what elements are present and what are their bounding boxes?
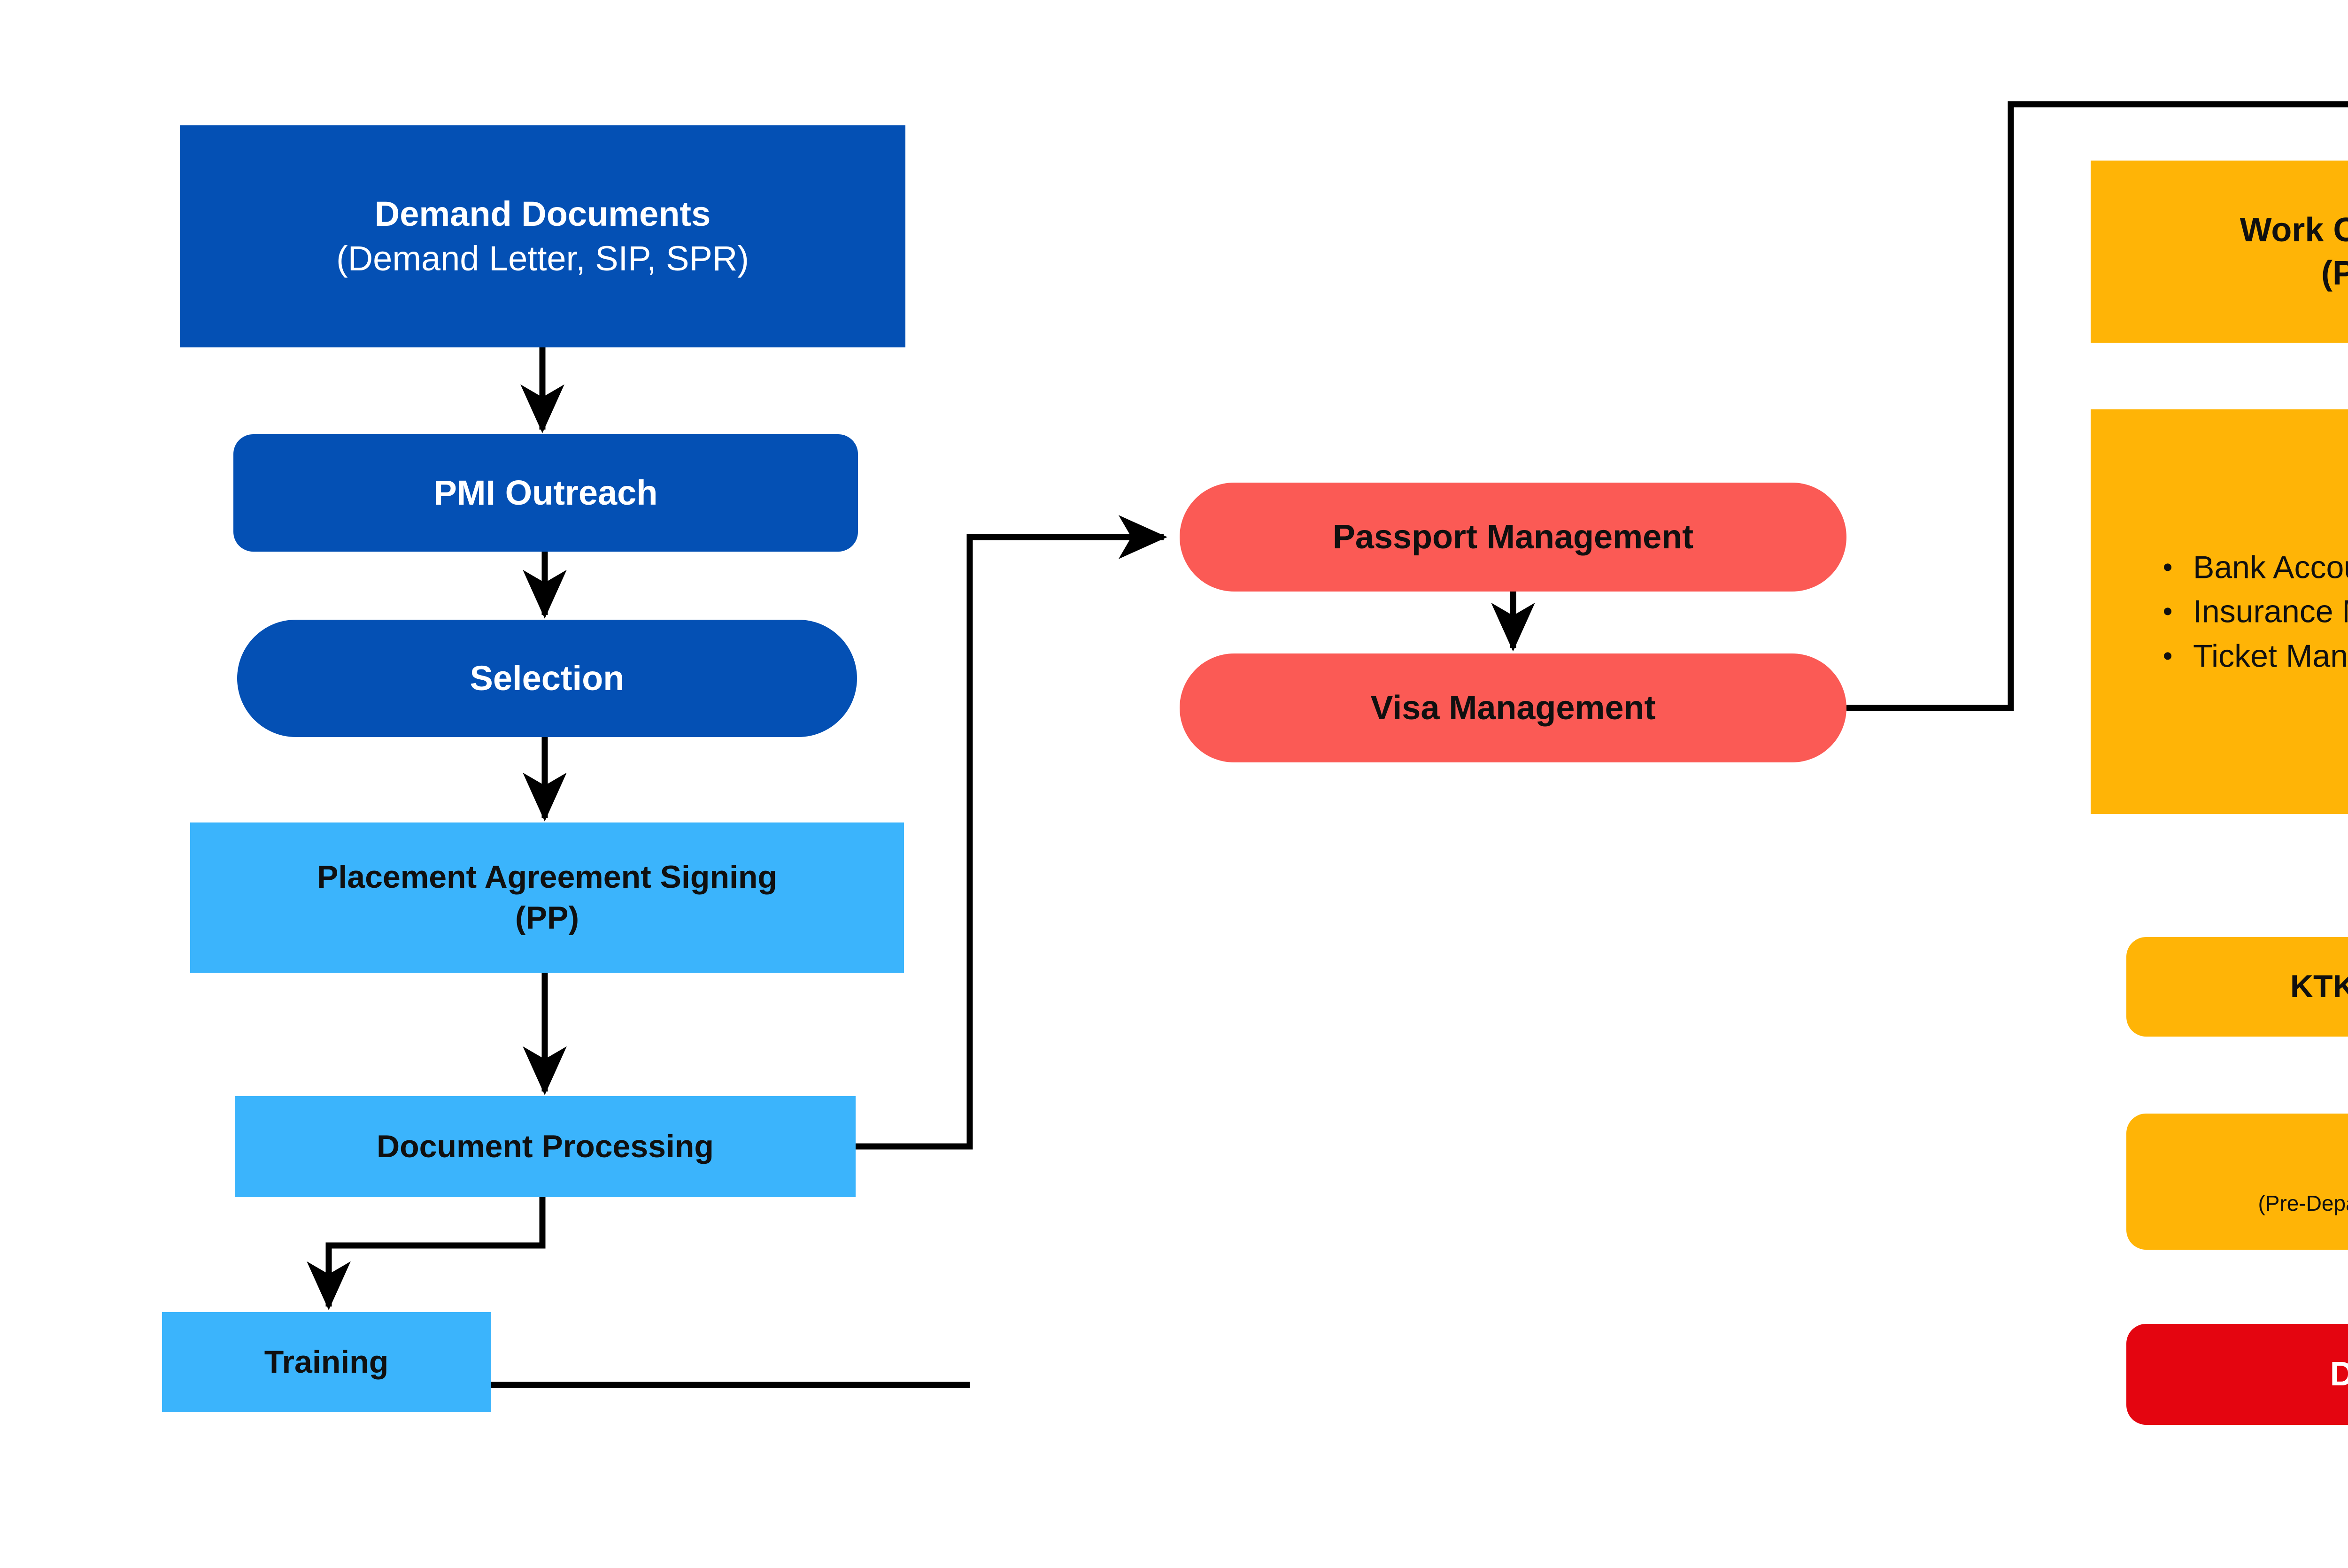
node-pmi-outreach[interactable]: PMI Outreach bbox=[233, 434, 858, 552]
node-ktkln-registration-label: KTKLN Registration bbox=[2290, 966, 2348, 1007]
list-item: Bank Account Management bbox=[2156, 546, 2348, 588]
bullet-icon bbox=[2164, 563, 2171, 571]
bullet-icon bbox=[2164, 652, 2171, 660]
node-visa-management-label: Visa Management bbox=[1370, 689, 1656, 727]
node-placement-agreement-line2: (PP) bbox=[515, 900, 579, 936]
node-selection-label: Selection bbox=[470, 658, 625, 698]
node-pap[interactable]: PAP (Pre-Departure Orientation Program) bbox=[2126, 1114, 2348, 1250]
support-service-label: Insurance Management bbox=[2193, 593, 2348, 630]
bullet-icon bbox=[2164, 607, 2171, 615]
node-demand-documents-line2: (Demand Letter, SIP, SPR) bbox=[336, 238, 749, 278]
node-ktkln-acronym: KTKLN bbox=[2290, 968, 2348, 1005]
node-visa-management[interactable]: Visa Management bbox=[1180, 653, 1846, 762]
node-support-services[interactable]: Bank Account Management Insurance Manage… bbox=[2091, 409, 2348, 814]
list-item: Insurance Management bbox=[2156, 591, 2348, 632]
node-placement-agreement-signing[interactable]: Placement Agreement Signing (PP) bbox=[190, 822, 904, 973]
node-work-contract-signing-line2: (PK Signing) bbox=[2321, 254, 2348, 292]
node-work-contract-signing[interactable]: Work Contract Signing (PK Signing) bbox=[2091, 161, 2348, 343]
node-work-contract-signing-line1: Work Contract Signing bbox=[2240, 211, 2348, 249]
edge-docproc-to-training bbox=[307, 1197, 546, 1310]
node-demand-documents-line1: Demand Documents bbox=[374, 194, 711, 233]
node-training[interactable]: Training bbox=[162, 1312, 491, 1412]
list-item: Ticket Management bbox=[2156, 635, 2348, 676]
node-departure[interactable]: DEPARTURE bbox=[2126, 1324, 2348, 1425]
support-service-label: Ticket Management bbox=[2193, 638, 2348, 674]
node-document-processing-label: Document Processing bbox=[377, 1128, 714, 1164]
node-pmi-outreach-label: PMI Outreach bbox=[433, 473, 658, 512]
node-departure-label: DEPARTURE bbox=[2330, 1355, 2348, 1393]
node-selection[interactable]: Selection bbox=[237, 620, 857, 737]
edge-docproc-to-passport bbox=[856, 515, 1167, 1150]
edge-visa-to-pk bbox=[1846, 101, 2348, 711]
node-passport-management-label: Passport Management bbox=[1332, 518, 1694, 556]
node-placement-agreement-line1: Placement Agreement Signing bbox=[317, 859, 777, 895]
node-pap-expansion: (Pre-Departure Orientation Program) bbox=[2258, 1191, 2348, 1215]
node-document-processing[interactable]: Document Processing bbox=[235, 1096, 856, 1197]
support-services-list: Bank Account Management Insurance Manage… bbox=[2156, 546, 2348, 676]
node-passport-management[interactable]: Passport Management bbox=[1180, 483, 1846, 592]
node-training-label: Training bbox=[264, 1344, 389, 1380]
node-ktkln-registration[interactable]: KTKLN Registration bbox=[2126, 937, 2348, 1037]
support-service-label: Bank Account Management bbox=[2193, 549, 2348, 585]
node-demand-documents[interactable]: Demand Documents (Demand Letter, SIP, SP… bbox=[180, 125, 905, 347]
